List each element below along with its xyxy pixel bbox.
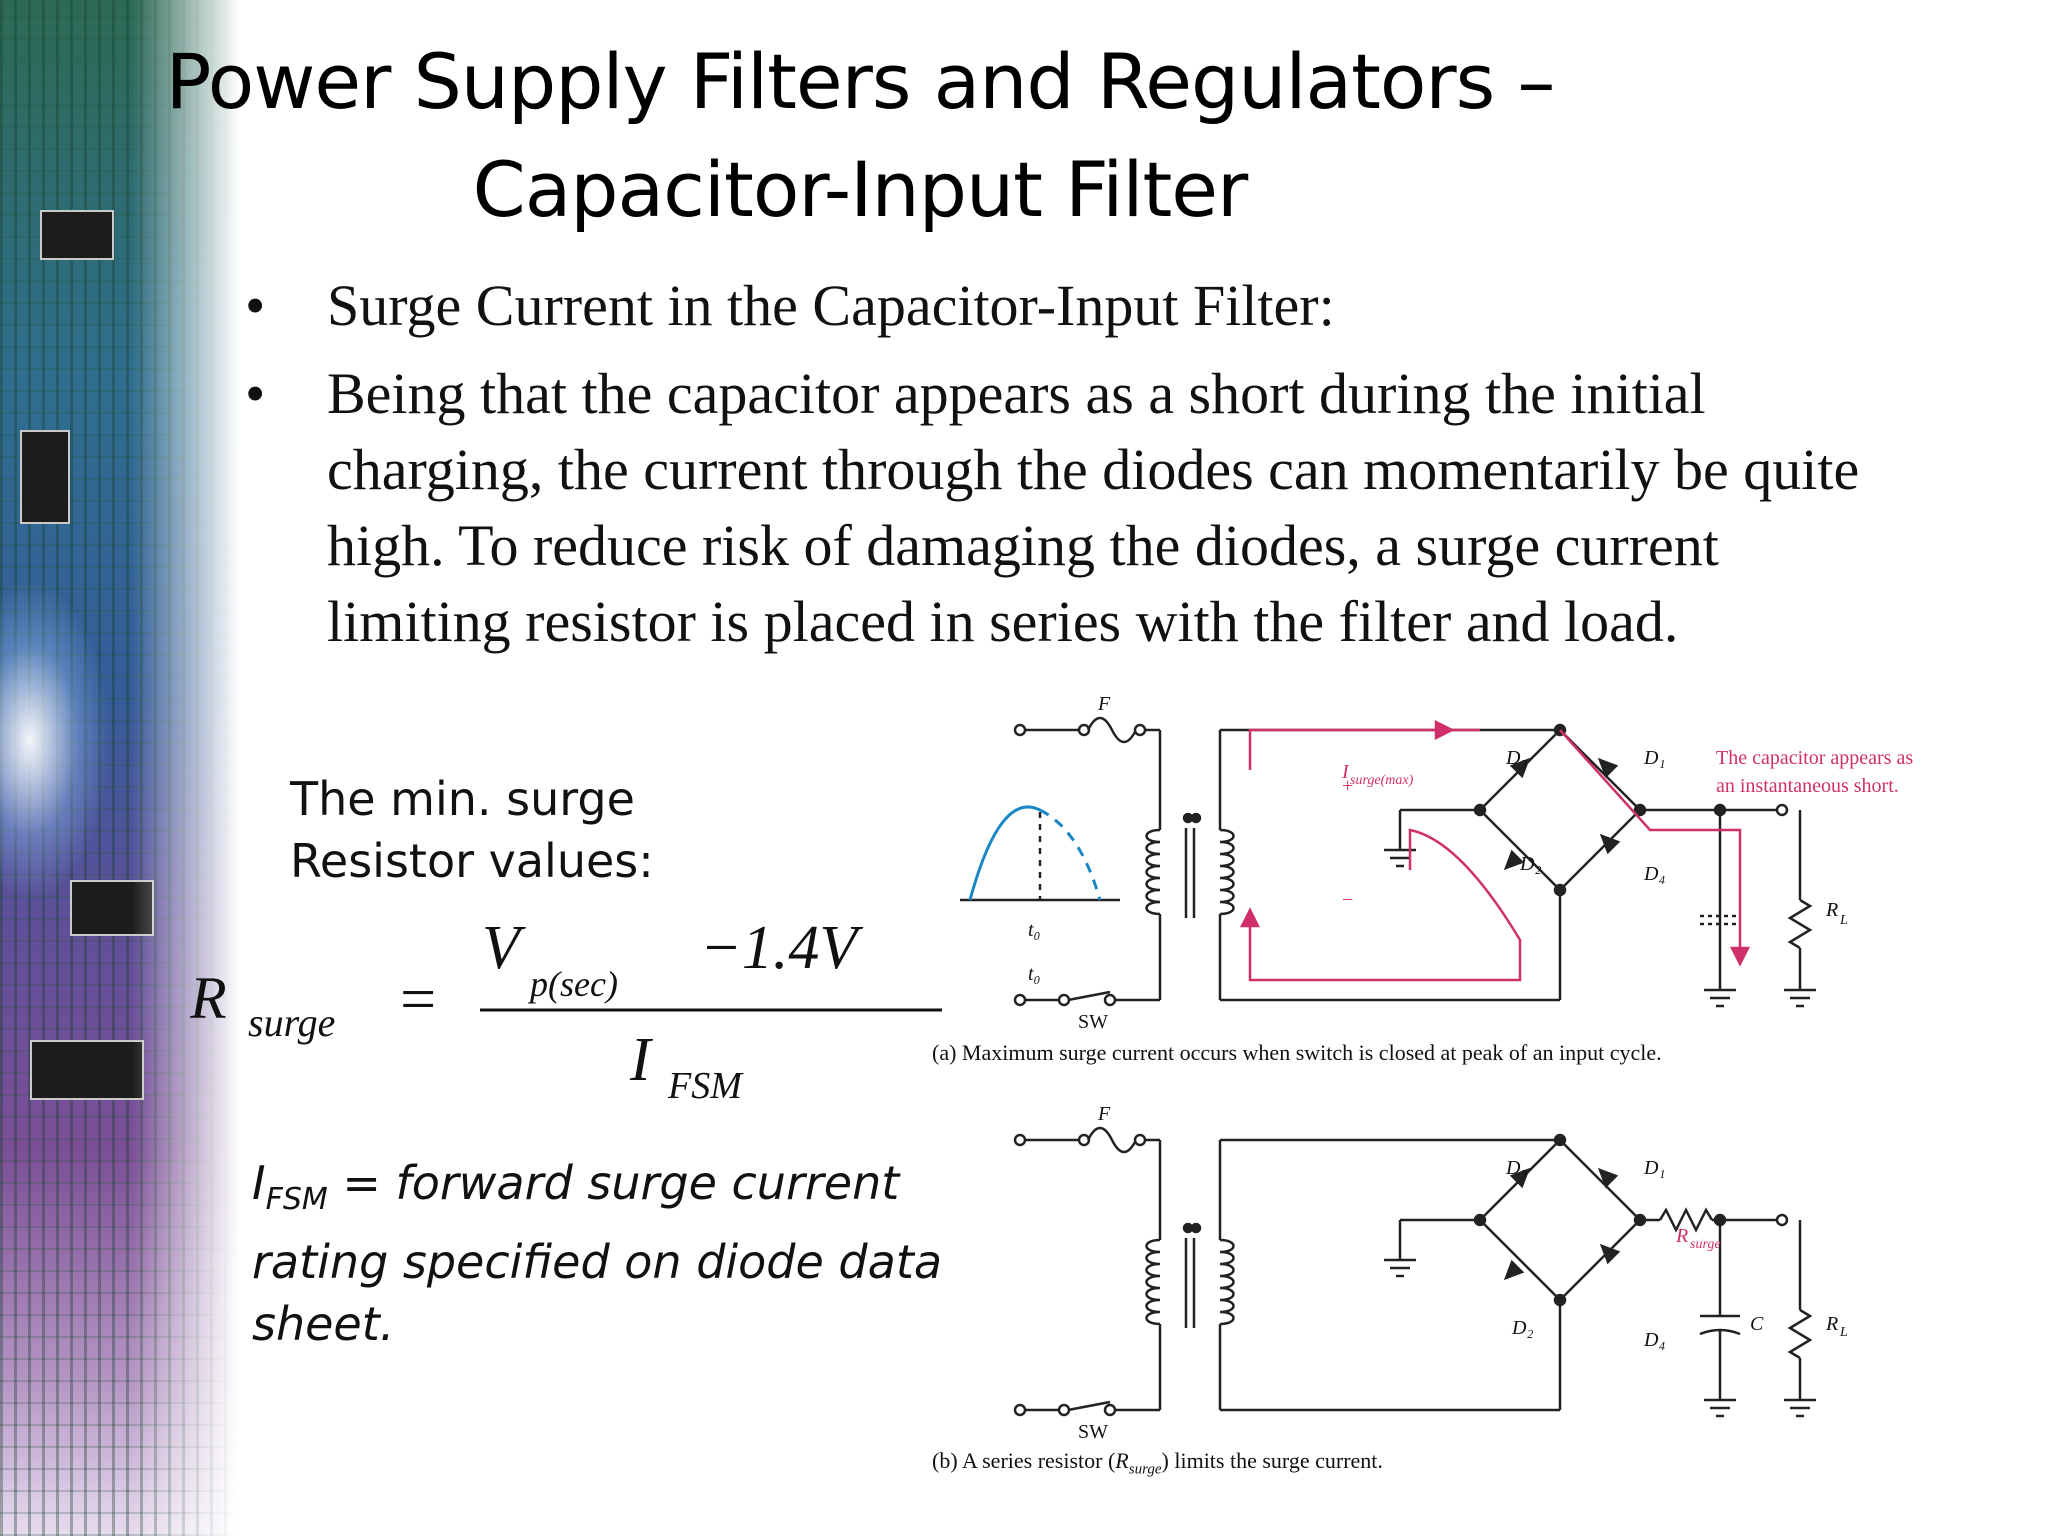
figure-a-circuit xyxy=(960,716,1816,1008)
ifsm-symbol: I xyxy=(252,1156,266,1210)
bullet-list: Surge Current in the Capacitor-Input Fil… xyxy=(245,268,1885,672)
slide-title-line-1: Power Supply Filters and Regulators – xyxy=(165,37,1556,126)
transformer-secondary-coil-icon xyxy=(1219,828,1235,916)
min-surge-label-line-2: Resistor values: xyxy=(290,834,654,888)
diode-d1-icon xyxy=(1597,757,1619,779)
rsurge-subscript: surge xyxy=(1690,1237,1721,1252)
surge-resistor-equation: R surge = V p(sec) −1.4V I FSM xyxy=(189,910,970,1115)
equation-graphic: R surge = V p(sec) −1.4V I FSM xyxy=(189,914,942,1107)
figure-b-caption-subscript: surge xyxy=(1128,1461,1162,1478)
d2-label-b: D₂ xyxy=(1511,1317,1533,1339)
d3-label-b: D₃ xyxy=(1505,1157,1527,1179)
chip-graphic xyxy=(30,1040,144,1100)
figure-b-caption-pre: (b) A series resistor ( xyxy=(932,1448,1116,1473)
load-resistor-icon xyxy=(1787,1308,1813,1360)
diode-d4-icon xyxy=(1599,833,1621,855)
diode-d2-icon xyxy=(1503,849,1525,871)
d1-label-b: D₁ xyxy=(1643,1157,1665,1179)
equation-numerator-rest: −1.4V xyxy=(700,914,863,982)
switch-label-b: SW xyxy=(1078,1421,1108,1443)
equation-denominator-symbol: I xyxy=(629,1026,654,1094)
capacitor-note-line-2: an instantaneous short. xyxy=(1716,775,1899,797)
decorative-circuit-board-art xyxy=(0,0,240,1536)
rl-label-b: R xyxy=(1825,1313,1838,1335)
figure-a-caption: (a) Maximum surge current occurs when sw… xyxy=(932,1040,1662,1065)
d1-label: D₁ xyxy=(1643,747,1665,769)
diode-d3-icon xyxy=(1509,757,1531,779)
diode-d3-icon xyxy=(1509,1167,1531,1189)
figure-b-caption-post: ) limits the surge current. xyxy=(1161,1448,1383,1473)
diode-d2-icon xyxy=(1503,1259,1525,1281)
bullet-item: Surge Current in the Capacitor-Input Fil… xyxy=(245,268,1885,344)
equation-numerator-subscript: p(sec) xyxy=(527,964,618,1004)
load-resistor-icon xyxy=(1787,898,1813,950)
waveform-icon xyxy=(968,805,1041,901)
diode-d1-icon xyxy=(1597,1167,1619,1189)
chip-graphic xyxy=(20,430,70,524)
rsurge-label: R xyxy=(1675,1225,1688,1247)
rl-label: R xyxy=(1825,899,1838,921)
ifsm-definition: = forward surge current rating specified… xyxy=(252,1156,943,1352)
chip-graphic xyxy=(40,210,114,260)
min-surge-label: The min. surge Resistor values: xyxy=(290,768,654,892)
min-surge-label-line-1: The min. surge xyxy=(290,772,635,826)
chip-graphic xyxy=(70,880,154,936)
equation-lhs-symbol: R xyxy=(190,965,227,1031)
rl-subscript: L xyxy=(1839,913,1848,928)
isurge-subscript: surge(max) xyxy=(1350,773,1414,788)
primary-minus-label: − xyxy=(1342,889,1353,911)
c-label: C xyxy=(1750,1313,1764,1335)
primary-plus-label: + xyxy=(1342,775,1353,797)
t0-label: t₀ xyxy=(1028,919,1041,941)
switch-icon xyxy=(1067,1400,1111,1412)
rl-subscript-b: L xyxy=(1839,1325,1848,1340)
diode-d4-icon xyxy=(1599,1243,1621,1265)
slide-title: Power Supply Filters and Regulators – Ca… xyxy=(0,28,1720,244)
surge-current-path xyxy=(1248,728,1480,770)
d2-label: D₂ xyxy=(1519,853,1541,875)
switch-icon xyxy=(1067,990,1111,1002)
transformer-primary-coil-icon xyxy=(1145,828,1161,916)
d4-label: D₄ xyxy=(1643,863,1665,885)
equation-equals-sign: = xyxy=(396,963,439,1034)
fuse-icon xyxy=(1086,1126,1138,1154)
equation-numerator-symbol: V xyxy=(482,914,526,982)
switch-label: SW xyxy=(1078,1011,1108,1033)
transformer-primary-coil-icon xyxy=(1145,1238,1161,1326)
slide-title-line-2: Capacitor-Input Filter xyxy=(472,145,1249,234)
ifsm-note: IFSM = forward surge current rating spec… xyxy=(252,1152,972,1355)
isurge-label: I xyxy=(1341,761,1350,783)
ifsm-subscript: FSM xyxy=(265,1182,328,1218)
fuse-label-b: F xyxy=(1097,1103,1111,1125)
surge-resistor-icon xyxy=(1658,1207,1714,1233)
transformer-secondary-coil-icon xyxy=(1219,1238,1235,1326)
fuse-label: F xyxy=(1097,693,1111,715)
figure-b-caption: (b) A series resistor (Rsurge) limits th… xyxy=(932,1448,1383,1478)
equation-denominator-subscript: FSM xyxy=(667,1065,744,1107)
circuit-diagrams: F SW t₀ t₀ 0 + − I surge(max) D₃ D₁ D₂ D… xyxy=(960,693,1913,1443)
figure-b-caption-symbol: R xyxy=(1115,1448,1129,1473)
t0-label-switch: t₀ xyxy=(1028,963,1041,985)
d4-label-b: D₄ xyxy=(1643,1329,1665,1351)
bullet-item: Being that the capacitor appears as a sh… xyxy=(245,356,1885,660)
capacitor-note-line-1: The capacitor appears as xyxy=(1716,747,1913,769)
equation-lhs-subscript: surge xyxy=(248,1000,335,1045)
d3-label: D₃ xyxy=(1505,747,1527,769)
fuse-icon xyxy=(1086,716,1138,744)
figure-b-circuit xyxy=(1013,1126,1816,1418)
